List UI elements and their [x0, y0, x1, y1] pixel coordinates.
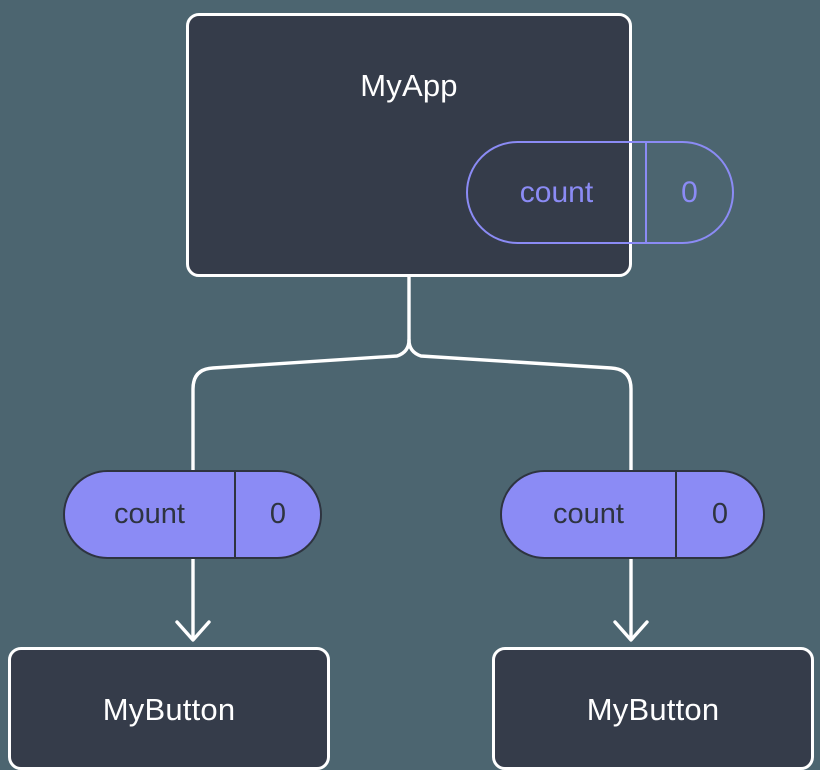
node-mybutton-right-label: MyButton [586, 692, 720, 727]
prop-pill-right-divider [675, 472, 677, 557]
state-pill-myapp-divider [645, 143, 647, 242]
state-pill-myapp-key: count [519, 175, 594, 209]
prop-pill-left-value: 0 [269, 498, 287, 530]
arrowhead-left-icon [175, 620, 211, 642]
node-myapp[interactable]: MyApp count 0 [186, 13, 734, 277]
arrowhead-right-icon [613, 620, 649, 642]
edge-myapp-split-right [407, 338, 633, 472]
node-myapp-label: MyApp [360, 68, 458, 103]
prop-pill-right-value: 0 [711, 498, 729, 530]
prop-pill-left[interactable]: count 0 [63, 470, 322, 559]
state-pill-myapp[interactable]: count 0 [466, 141, 734, 244]
edge-myapp-split [191, 275, 411, 472]
prop-pill-right[interactable]: count 0 [500, 470, 765, 559]
state-pill-myapp-value: 0 [681, 175, 698, 209]
node-mybutton-left-label: MyButton [102, 692, 236, 727]
prop-pill-right-key: count [553, 498, 624, 530]
node-mybutton-right[interactable]: MyButton [492, 647, 814, 770]
prop-pill-left-key: count [114, 498, 185, 530]
prop-pill-left-divider [234, 472, 236, 557]
node-mybutton-left[interactable]: MyButton [8, 647, 330, 770]
